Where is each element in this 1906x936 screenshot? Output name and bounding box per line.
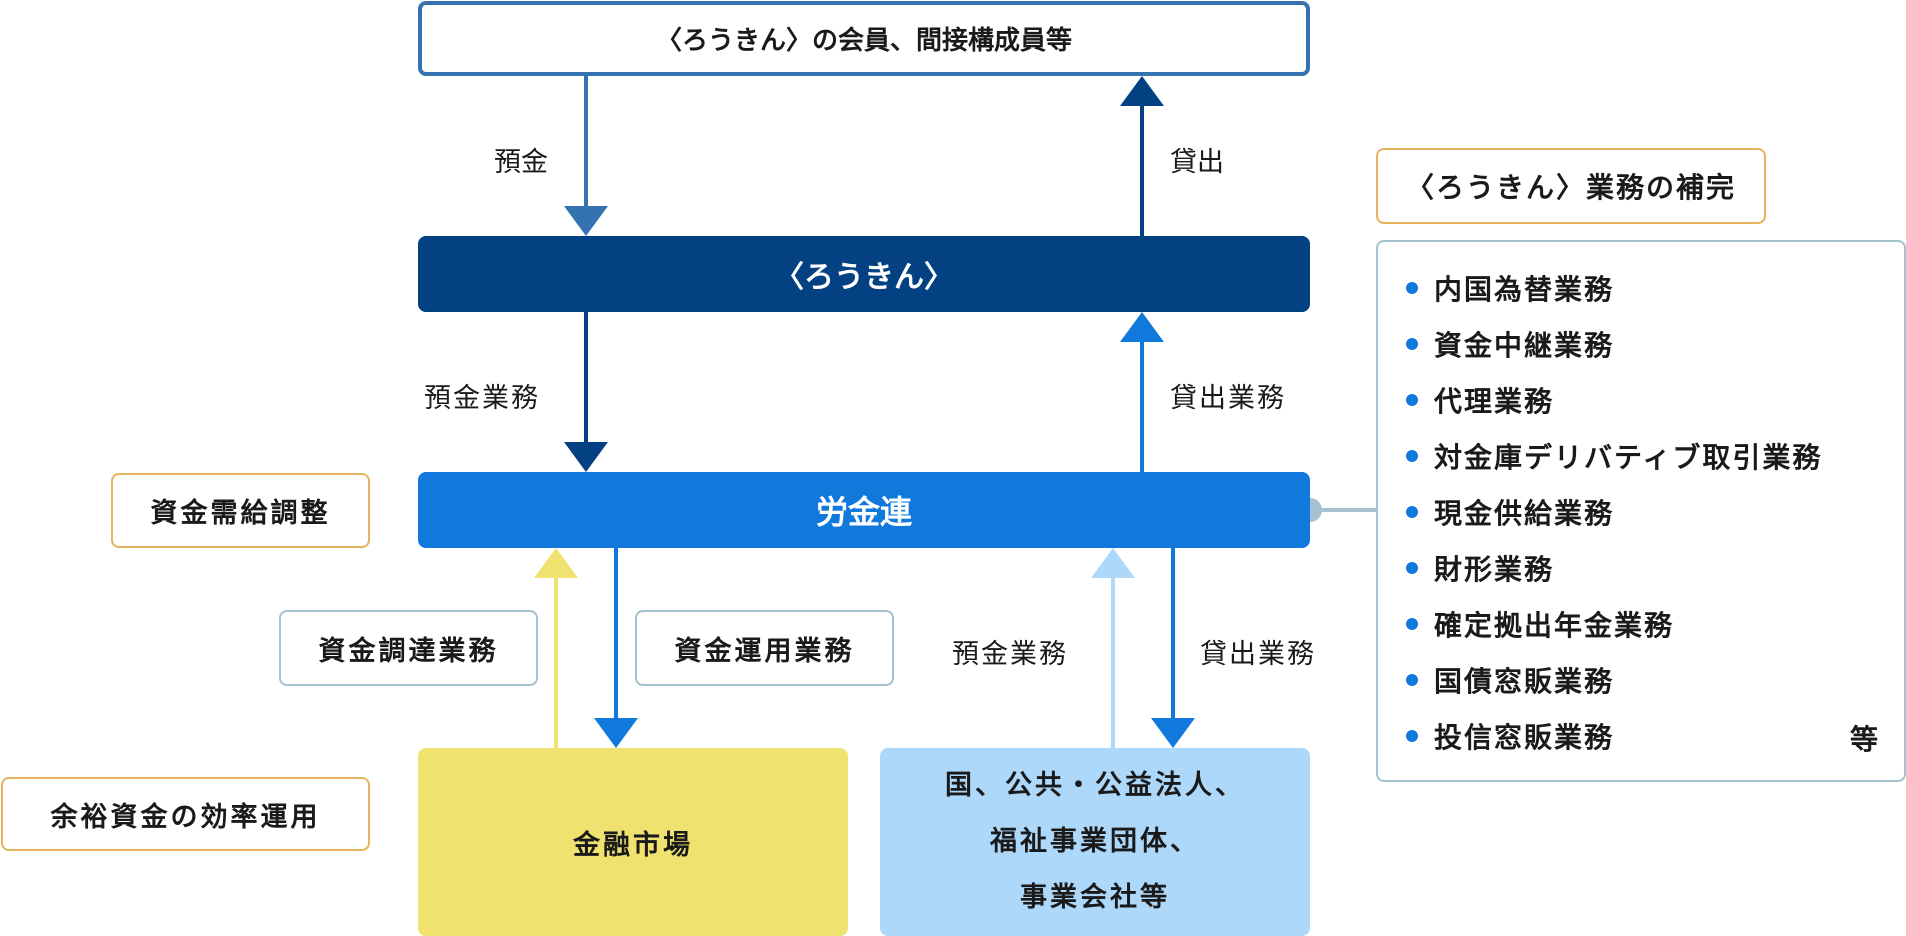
clients-label-line2: 福祉事業団体、 bbox=[990, 826, 1200, 857]
fund-raising-label: 資金調達業務 bbox=[279, 610, 538, 686]
list-item-label: 確定拠出年金業務 bbox=[1434, 609, 1675, 642]
financial-market-label: 金融市場 bbox=[573, 829, 693, 861]
rokinren-node-label: 労金連 bbox=[815, 493, 912, 531]
arrow-fund-management-head bbox=[594, 718, 638, 748]
arrow-loan-head bbox=[1120, 76, 1164, 106]
list-item: 投信窓販業務 bbox=[1406, 716, 1614, 756]
list-item: 代理業務 bbox=[1406, 380, 1554, 420]
list-item-label: 代理業務 bbox=[1434, 385, 1555, 418]
list-item: 資金中継業務 bbox=[1406, 324, 1614, 364]
rokin-node-label: 〈ろうきん〉 bbox=[774, 260, 954, 295]
efficient-use-label: 余裕資金の効率運用 bbox=[1, 777, 370, 851]
list-item: 国債窓販業務 bbox=[1406, 660, 1614, 700]
arrow-client-loan-head bbox=[1151, 718, 1195, 748]
rokin-node: 〈ろうきん〉 bbox=[418, 236, 1310, 312]
list-item-label: 資金中継業務 bbox=[1434, 329, 1615, 362]
fund-management-label: 資金運用業務 bbox=[635, 610, 894, 686]
bullet-icon bbox=[1406, 730, 1418, 742]
supplement-title: 〈ろうきん〉業務の補完 bbox=[1376, 148, 1766, 224]
bullet-icon bbox=[1406, 394, 1418, 406]
bullet-icon bbox=[1406, 562, 1418, 574]
arrow-client-deposit-head bbox=[1091, 548, 1135, 578]
bullet-icon bbox=[1406, 282, 1418, 294]
bullet-icon bbox=[1406, 674, 1418, 686]
supplement-title-text: 〈ろうきん〉業務の補完 bbox=[1405, 171, 1736, 204]
clients-label-line1: 国、公共・公益法人、 bbox=[945, 770, 1245, 801]
list-item: 確定拠出年金業務 bbox=[1406, 604, 1674, 644]
list-item: 財形業務 bbox=[1406, 548, 1554, 588]
list-item-label: 財形業務 bbox=[1434, 553, 1555, 586]
arrow-deposit-business-head bbox=[564, 442, 608, 472]
bullet-icon bbox=[1406, 618, 1418, 630]
list-item: 現金供給業務 bbox=[1406, 492, 1614, 532]
bullet-icon bbox=[1406, 450, 1418, 462]
flow-label-deposit-business-upper: 預金業務 bbox=[424, 383, 540, 414]
efficient-use-text: 余裕資金の効率運用 bbox=[50, 801, 321, 833]
arrow-deposit-head bbox=[564, 206, 608, 236]
supply-demand-text: 資金需給調整 bbox=[150, 498, 331, 529]
members-node-label: 〈ろうきん〉の会員、間接構成員等 bbox=[655, 26, 1072, 56]
supply-demand-label: 資金需給調整 bbox=[111, 473, 370, 548]
supplement-list: 内国為替業務 資金中継業務 代理業務 対金庫デリバティブ取引業務 現金供給業務 … bbox=[1376, 240, 1906, 782]
members-node: 〈ろうきん〉の会員、間接構成員等 bbox=[418, 1, 1310, 76]
list-item-label: 内国為替業務 bbox=[1434, 273, 1615, 306]
flow-label-loan: 貸出 bbox=[1170, 147, 1224, 178]
clients-node: 国、公共・公益法人、 福祉事業団体、 事業会社等 bbox=[880, 748, 1310, 936]
list-item-label: 現金供給業務 bbox=[1434, 497, 1615, 530]
list-suffix: 等 bbox=[1849, 723, 1878, 756]
list-item-label: 対金庫デリバティブ取引業務 bbox=[1434, 441, 1823, 474]
flow-label-deposit-business-lower: 預金業務 bbox=[952, 639, 1068, 670]
fund-raising-text: 資金調達業務 bbox=[318, 635, 499, 667]
clients-label-line3: 事業会社等 bbox=[1020, 882, 1170, 913]
arrow-loan-business-head bbox=[1120, 312, 1164, 342]
rokinren-node: 労金連 bbox=[418, 472, 1310, 548]
bullet-icon bbox=[1406, 506, 1418, 518]
fund-management-text: 資金運用業務 bbox=[674, 635, 855, 667]
arrow-fund-raising-head bbox=[534, 548, 578, 578]
flow-label-deposit: 預金 bbox=[494, 147, 548, 178]
list-item: 内国為替業務 bbox=[1406, 268, 1614, 308]
list-item: 対金庫デリバティブ取引業務 bbox=[1406, 436, 1822, 476]
flow-label-loan-business-lower: 貸出業務 bbox=[1200, 639, 1316, 670]
list-item-label: 投信窓販業務 bbox=[1434, 721, 1615, 754]
list-item-label: 国債窓販業務 bbox=[1434, 665, 1615, 698]
flow-label-loan-business-upper: 貸出業務 bbox=[1170, 383, 1286, 414]
financial-market-node: 金融市場 bbox=[418, 748, 848, 936]
bullet-icon bbox=[1406, 338, 1418, 350]
